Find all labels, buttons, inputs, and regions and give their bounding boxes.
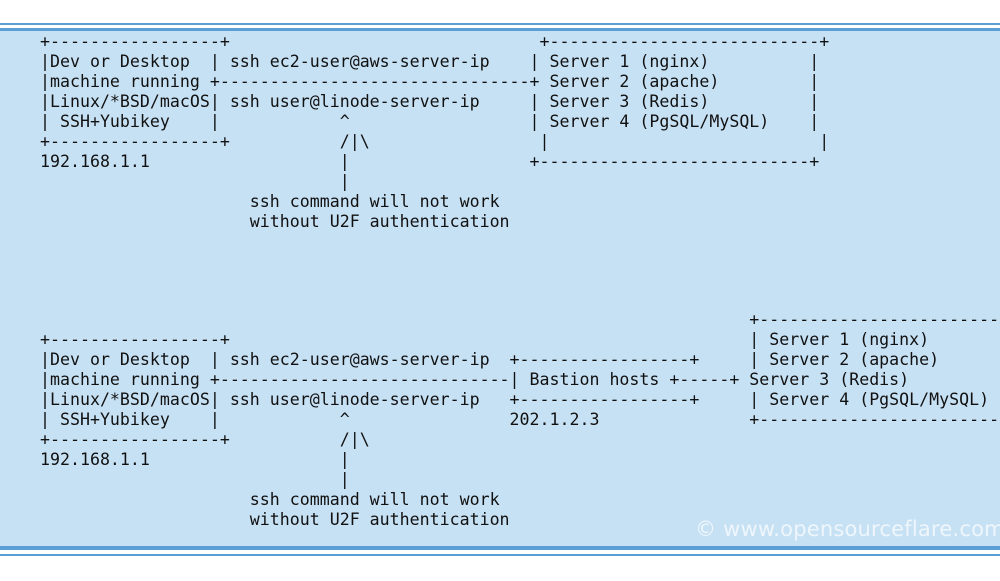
bottom-diagram-line: +--------------------------+ xyxy=(40,310,1000,329)
ssh-bastion-diagram: +--------------------------+ +----------… xyxy=(40,310,1000,530)
top-diagram-line: |Linux/*BSD/macOS| ssh user@linode-serve… xyxy=(40,92,820,111)
bottom-diagram-line: | SSH+Yubikey | ^ 202.1.2.3 +-----------… xyxy=(40,410,1000,429)
bottom-border-thin xyxy=(0,554,1000,556)
diagram-panel xyxy=(0,31,1000,546)
bottom-diagram-line: |Dev or Desktop | ssh ec2-user@aws-serve… xyxy=(40,350,1000,369)
bottom-border-thick xyxy=(0,546,1000,550)
top-border-thick xyxy=(0,28,1000,32)
top-diagram-line: |Dev or Desktop | ssh ec2-user@aws-serve… xyxy=(40,52,820,71)
bottom-diagram-line: 192.168.1.1 | xyxy=(40,450,350,469)
top-diagram-line: | SSH+Yubikey | ^ | Server 4 (PgSQL/MySQ… xyxy=(40,112,820,131)
watermark: © www.opensourceflare.com xyxy=(695,517,1000,541)
bottom-diagram-line: +-----------------+ /|\ xyxy=(40,430,370,449)
top-diagram-line: +-----------------+ +-------------------… xyxy=(40,32,830,51)
bottom-diagram-line: | xyxy=(40,470,350,489)
ssh-direct-diagram: +-----------------+ +-------------------… xyxy=(40,32,829,232)
bottom-diagram-line: ssh command will not work xyxy=(40,490,500,509)
top-diagram-line: |machine running +----------------------… xyxy=(40,72,820,91)
top-diagram-line: without U2F authentication xyxy=(40,212,510,231)
bottom-diagram-line: +-----------------+ | Server 1 (nginx) | xyxy=(40,330,1000,349)
top-diagram-line: ssh command will not work xyxy=(40,192,500,211)
top-border-thin xyxy=(0,23,1000,25)
bottom-diagram-line: without U2F authentication xyxy=(40,510,510,529)
top-diagram-line: | xyxy=(40,172,350,191)
bottom-diagram-line: |machine running +----------------------… xyxy=(40,370,1000,389)
top-diagram-line: +-----------------+ /|\ | | xyxy=(40,132,830,151)
bottom-diagram-line: |Linux/*BSD/macOS| ssh user@linode-serve… xyxy=(40,390,1000,409)
top-diagram-line: 192.168.1.1 | +-------------------------… xyxy=(40,152,820,171)
